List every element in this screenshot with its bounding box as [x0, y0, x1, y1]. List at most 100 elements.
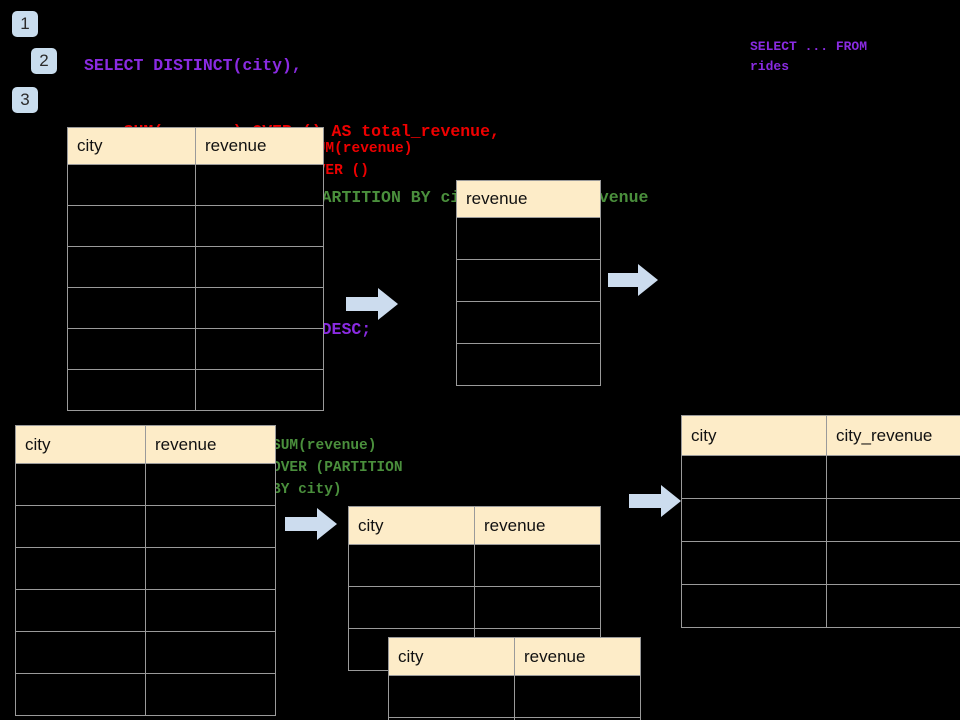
- table-cell: [826, 584, 960, 628]
- table-row: [67, 164, 324, 206]
- table-cell: [67, 164, 196, 206]
- table-row: [15, 463, 276, 506]
- table-cell: [681, 541, 827, 585]
- step-badge-3-label: 3: [20, 90, 30, 109]
- table-cell: [681, 584, 827, 628]
- table-body: [67, 164, 324, 411]
- arrow-rides-to-total: [346, 288, 398, 320]
- table-cell: [195, 164, 324, 206]
- table-cell: [195, 287, 324, 329]
- column-header-revenue: revenue: [514, 637, 641, 676]
- table-cell: [67, 287, 196, 329]
- table-row: [15, 547, 276, 590]
- table-cell: [514, 717, 641, 720]
- step-badge-1[interactable]: 1: [12, 11, 38, 37]
- table-row: [67, 328, 324, 370]
- column-header-city: city: [15, 425, 146, 464]
- table-cell: [681, 498, 827, 542]
- table-cell: [195, 369, 324, 411]
- column-header-city-revenue: city_revenue: [826, 415, 960, 456]
- sql-line-select: SELECT DISTINCT(city),: [84, 56, 302, 75]
- table-cell: [826, 541, 960, 585]
- table-cell: [348, 586, 475, 629]
- table-cell: [456, 301, 601, 344]
- rides-table-bottom: city revenue: [15, 425, 276, 716]
- column-header-city: city: [348, 506, 475, 545]
- table-row: [456, 343, 601, 386]
- table-cell: [67, 369, 196, 411]
- column-header-city: city: [681, 415, 827, 456]
- table-body: [15, 463, 276, 716]
- table-row: [67, 205, 324, 247]
- table-header-row: city city_revenue: [681, 415, 960, 456]
- column-header-revenue: revenue: [195, 127, 324, 165]
- table-cell: [145, 505, 276, 548]
- table-row: [348, 544, 601, 587]
- table-row: [388, 675, 641, 718]
- table-row: [681, 541, 960, 585]
- table-cell: [195, 246, 324, 288]
- table-cell: [67, 205, 196, 247]
- table-row: [67, 287, 324, 329]
- table-row: [67, 246, 324, 288]
- step-badge-1-label: 1: [20, 14, 30, 33]
- total-revenue-table: revenue: [456, 180, 601, 386]
- table-header-row: city revenue: [15, 425, 276, 464]
- table-cell: [15, 505, 146, 548]
- column-header-city: city: [388, 637, 515, 676]
- table-cell: [456, 343, 601, 386]
- table-row: [681, 455, 960, 499]
- table-cell: [195, 328, 324, 370]
- table-row: [681, 498, 960, 542]
- partition-table-front: city revenue: [388, 637, 641, 720]
- step-badge-3[interactable]: 3: [12, 87, 38, 113]
- column-header-revenue: revenue: [474, 506, 601, 545]
- table-cell: [145, 631, 276, 674]
- table-body: [456, 217, 601, 386]
- arrow-rides-to-partition: [285, 508, 337, 540]
- table-cell: [145, 589, 276, 632]
- table-cell: [456, 259, 601, 302]
- side-note-select-from-rides: SELECT ... FROM rides: [750, 39, 868, 74]
- table-cell: [67, 328, 196, 370]
- table-cell: [15, 631, 146, 674]
- table-row: [388, 717, 641, 720]
- table-cell: [15, 463, 146, 506]
- table-header-row: city revenue: [388, 637, 641, 676]
- table-cell: [195, 205, 324, 247]
- result-table: city city_revenue: [681, 415, 960, 628]
- arrow-total-to-result: [608, 264, 658, 296]
- arrow-partition-to-result: [629, 485, 681, 517]
- table-cell: [474, 544, 601, 587]
- table-body: [388, 675, 641, 720]
- table-row: [67, 369, 324, 411]
- column-header-revenue: revenue: [145, 425, 276, 464]
- table-body: [681, 455, 960, 628]
- table-row: [456, 301, 601, 344]
- table-cell: [388, 675, 515, 718]
- table-cell: [15, 547, 146, 590]
- table-header-row: city revenue: [348, 506, 601, 545]
- table-cell: [145, 463, 276, 506]
- step-badge-2-label: 2: [39, 51, 49, 70]
- table-cell: [474, 586, 601, 629]
- table-row: [456, 259, 601, 302]
- column-header-city: city: [67, 127, 196, 165]
- step-badge-2[interactable]: 2: [31, 48, 57, 74]
- table-row: [348, 586, 601, 629]
- table-cell: [681, 455, 827, 499]
- table-cell: [348, 544, 475, 587]
- table-cell: [67, 246, 196, 288]
- table-row: [681, 584, 960, 628]
- table-cell: [456, 217, 601, 260]
- table-cell: [15, 673, 146, 716]
- table-cell: [514, 675, 641, 718]
- table-row: [15, 673, 276, 716]
- table-cell: [826, 455, 960, 499]
- table-cell: [15, 589, 146, 632]
- annotation-city-revenue: SUM(revenue) OVER (PARTITION BY city): [272, 438, 403, 498]
- table-row: [15, 589, 276, 632]
- rides-table-top: city revenue: [67, 127, 324, 411]
- table-header-row: revenue: [456, 180, 601, 218]
